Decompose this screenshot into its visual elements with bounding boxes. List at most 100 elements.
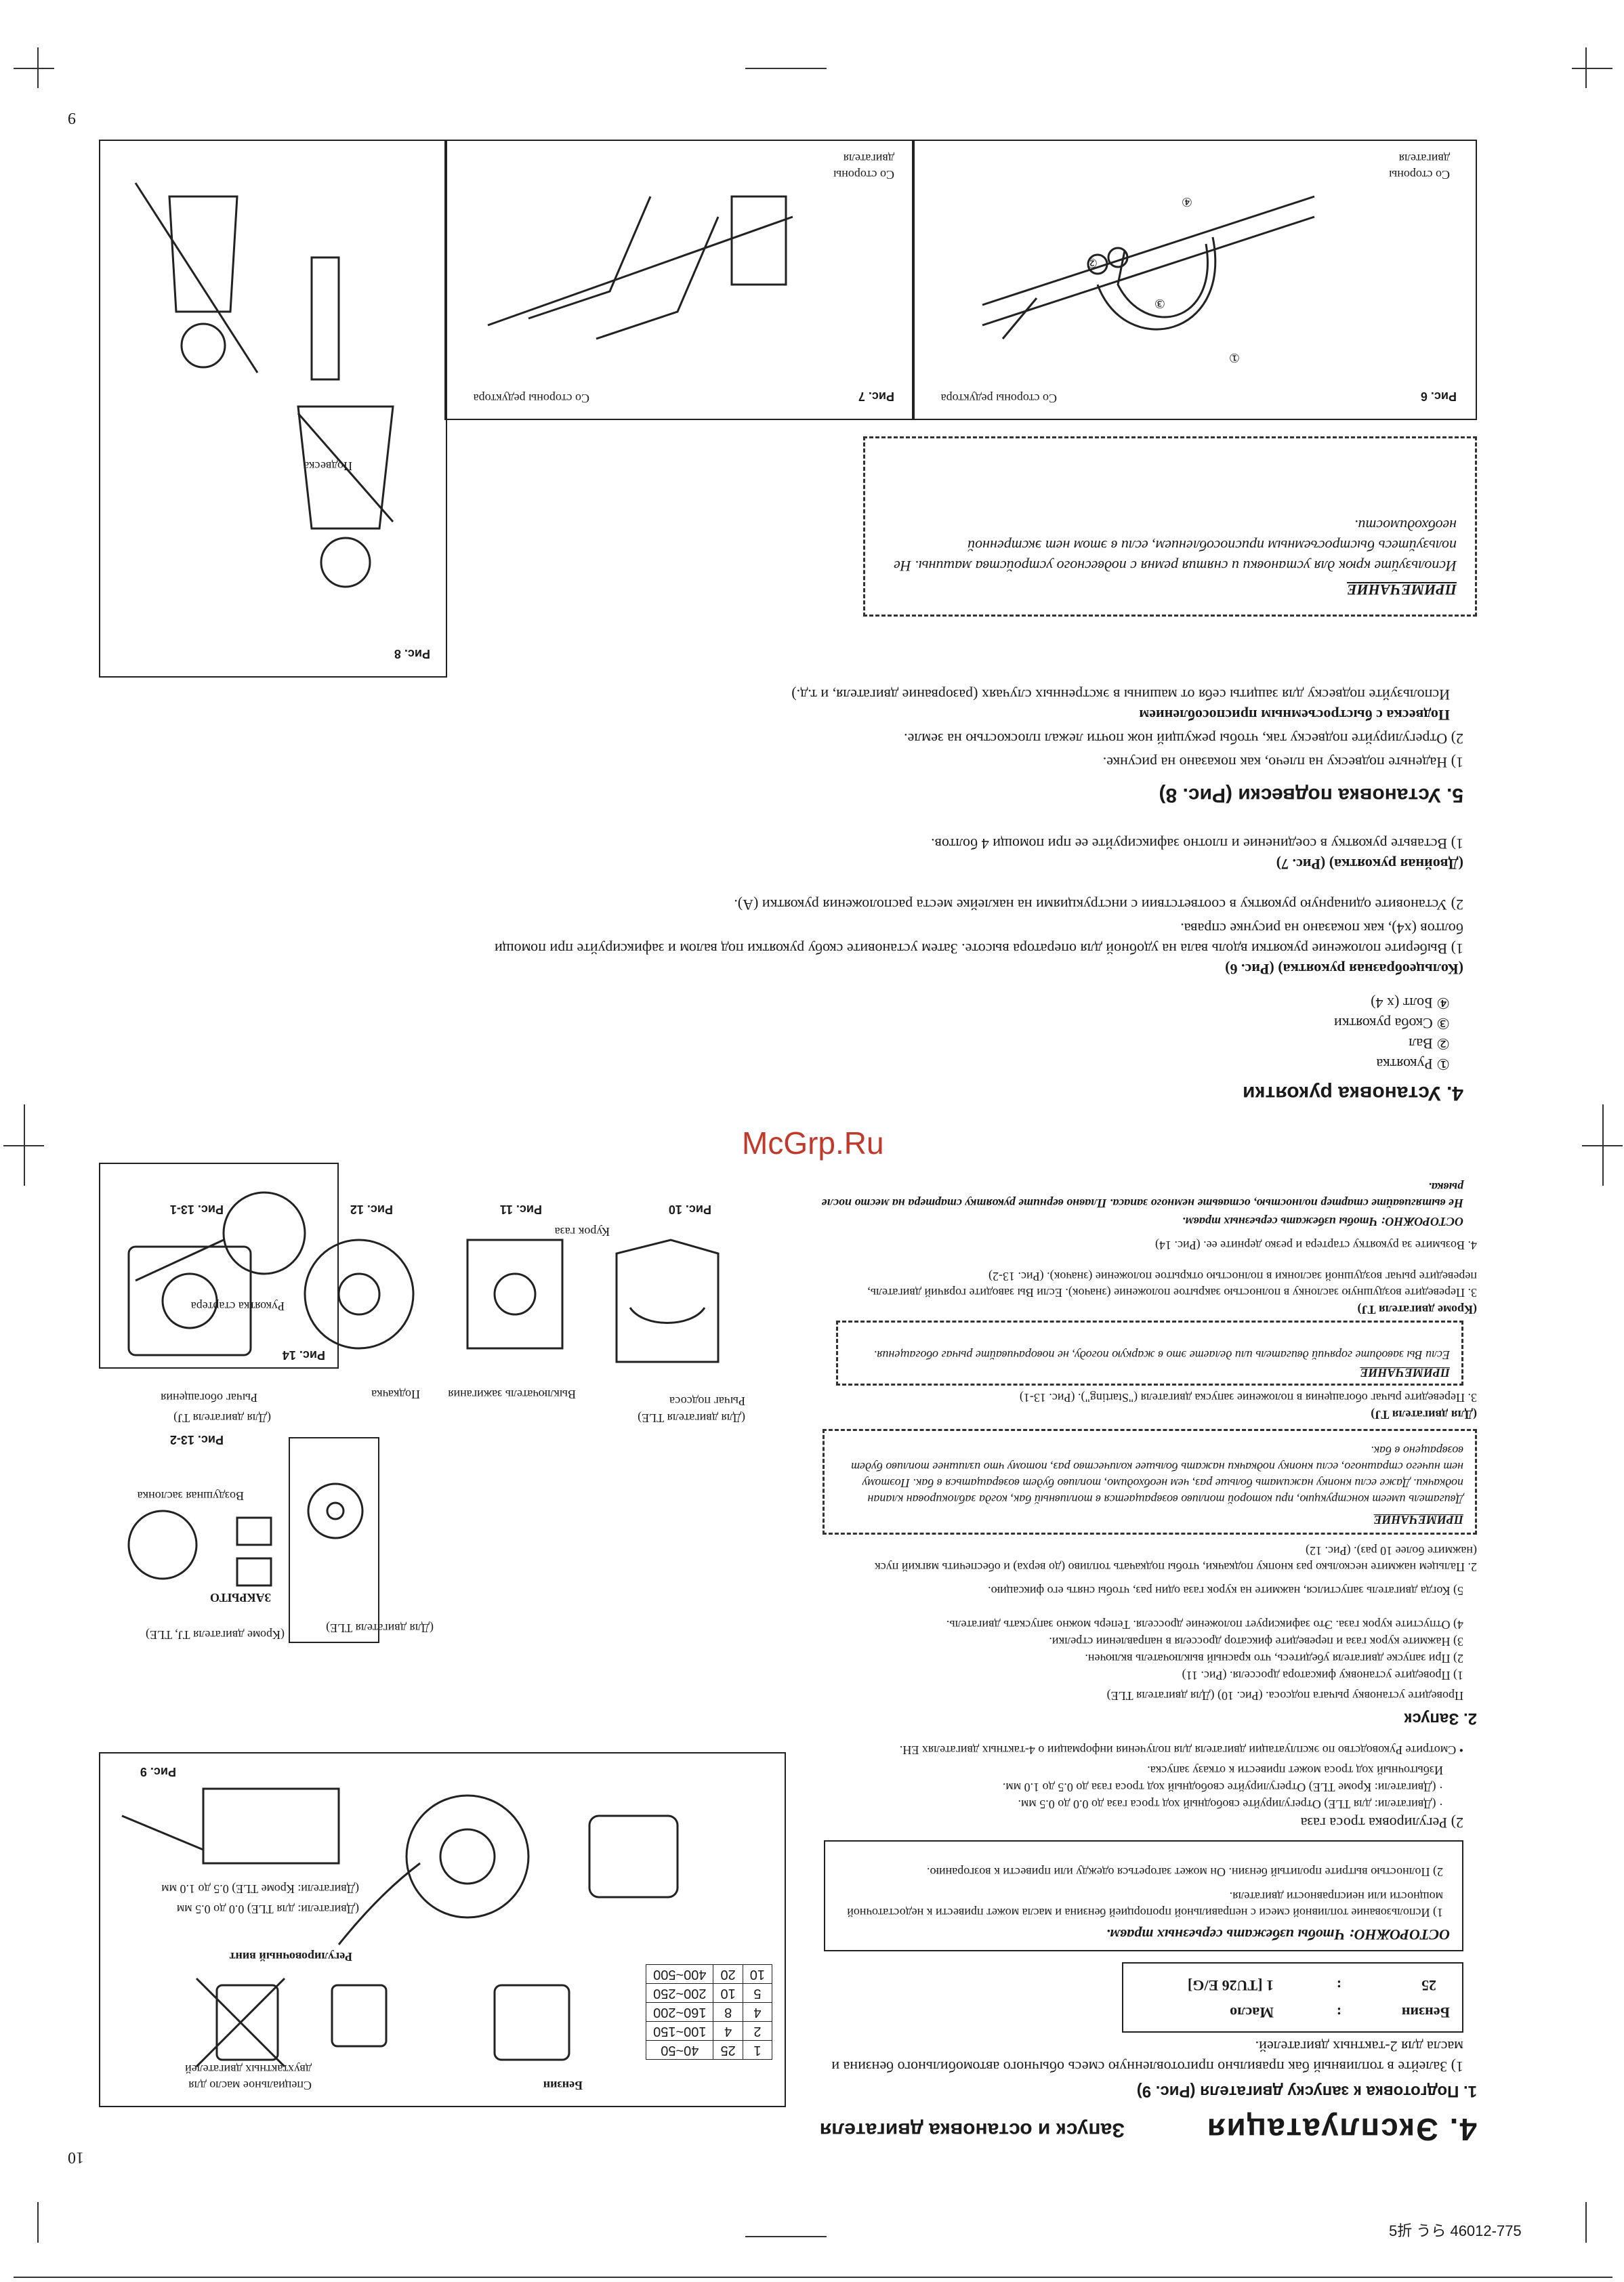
crop-mark <box>1572 68 1612 69</box>
left-note-text: Используйте крюк для установки и снятия … <box>894 517 1457 575</box>
crop-mark <box>1582 1145 1623 1146</box>
left-section4-part-2: ② Вал <box>1409 1035 1450 1052</box>
fig6-caption: Рис. 6 <box>1420 390 1457 403</box>
mix-cell: 20 <box>713 1964 743 1984</box>
left-section4-sub2: (Двойная рукоятка) (Рис. 7) <box>1276 856 1463 873</box>
right-s3-except-tj: (Кроме двигателя TJ) <box>1357 1303 1477 1316</box>
right-s3-note-title: ПРИМЕЧАНИЕ <box>1360 1366 1451 1379</box>
right-s3-p: 3. Переведите рычаг обогащения в положен… <box>1019 1391 1477 1405</box>
left-section4-p2: 2) Установите одинарную рукоятку в соотв… <box>734 896 1463 913</box>
right-ratio-row-gas: 25 <box>1421 1977 1436 1994</box>
mix-cell: 160~200 <box>646 2002 713 2022</box>
right-s4-p: 4. Возьмите за рукоятку стартера и резко… <box>1154 1239 1477 1252</box>
right-ratio-row-colon: : <box>1336 1977 1341 1994</box>
fig6-drawing <box>982 195 1315 339</box>
fig14-drawing <box>135 1191 306 1282</box>
right-s4-warn-title: ОСТОРОЖНО: Чтобы избежать серьезных трав… <box>1182 1215 1463 1228</box>
fig13-tj: (Для двигателя TJ) <box>173 1411 271 1425</box>
mix-cell: 8 <box>713 2002 743 2022</box>
right-s4-warn-text: Не вытягивайте стартер полностью, оставь… <box>821 1180 1463 1210</box>
right-note2-text: Двигатель имеет конструкцию, при которой… <box>851 1444 1463 1506</box>
fig13-2-caption: Рис. 13-2 <box>169 1433 224 1447</box>
crop-mark <box>14 2277 1612 2278</box>
right-s2-p2: 2) При запуске двигателя убедитесь, что … <box>1085 1652 1463 1665</box>
right-ratio-head-colon: : <box>1336 2004 1341 2021</box>
right-s2-p1: 1) Проведите установку фиксатора дроссел… <box>1182 1669 1463 1682</box>
fig7-caption: Рис. 7 <box>858 390 894 403</box>
right-s2-heading: 2. Запуск <box>1404 1709 1477 1728</box>
mix-cell: 4 <box>743 2002 772 2022</box>
left-section5-p3: Используйте подвеску для защиты себя от … <box>791 686 1450 703</box>
left-note-title: ПРИМЕЧАНИЕ <box>1347 581 1457 598</box>
right-warning1-item-1: 1) Использование топливной смеси с непра… <box>847 1890 1443 1920</box>
mix-cell: 400~500 <box>646 1964 713 1984</box>
right-warning1-item-2: 2) Полностью вытрите пролитый бензин. Он… <box>927 1865 1443 1879</box>
fig13-tle: (Для двигателя TLE) <box>326 1621 434 1635</box>
fig9-gap-drawing <box>121 1787 340 1865</box>
right-s1-p1: 1) Залейте в топливный бак правильно при… <box>831 2038 1463 2075</box>
left-section4-p3: 1) Вставьте рукоятку в соединение и плот… <box>931 835 1463 852</box>
right-page-number: 10 <box>68 2149 84 2166</box>
mix-cell: 200~250 <box>646 1983 713 2003</box>
fig14-handle: Рукоятка стартера <box>190 1300 285 1313</box>
fig6-callout-2: ② <box>1086 256 1098 270</box>
crop-mark <box>14 68 54 69</box>
right-s1-p2b: · (Двигатели: Кроме TLE) Отрегулируйте с… <box>1002 1781 1443 1794</box>
fig12-primer: Подкачка <box>371 1388 420 1401</box>
right-s2-p3: 3) Нажмите курок газа и переведите фикса… <box>1049 1635 1463 1648</box>
fig14-caption: Рис. 14 <box>282 1348 325 1362</box>
mix-cell: 40~50 <box>646 2040 713 2060</box>
fig10-caption: Рис. 10 <box>668 1203 711 1216</box>
mix-cell: 5 <box>743 1983 772 2003</box>
print-code: 5折 うら 46012-775 <box>1389 2222 1522 2239</box>
mix-cell: 25 <box>713 2040 743 2060</box>
fig6-callout-4: ④ <box>1181 195 1192 209</box>
fig9-fuel-can-drawing <box>195 1977 570 2068</box>
mix-cell: 4 <box>713 2021 743 2041</box>
crop-mark <box>745 68 827 69</box>
fig6-label-engine: Со стороны двигателя <box>1389 152 1450 182</box>
fig13-1-drawing <box>127 1245 252 1356</box>
crop-mark <box>3 1145 44 1146</box>
mix-cell: 100~150 <box>646 2021 713 2041</box>
right-s1-p2: 2) Регулировка троса газа <box>1300 1814 1463 1831</box>
fig8-drawing <box>134 182 394 588</box>
right-ratio-head-gas: Бензин <box>1401 2004 1450 2021</box>
right-page: 4. Эксплуатация Запуск и остановка двига… <box>99 1163 1477 2148</box>
left-section4-sub1: (Кольцеобразная рукоятка) (Рис. 6) <box>1225 961 1463 978</box>
fig13-2-drawing <box>127 1510 272 1587</box>
mix-cell: 2 <box>743 2021 772 2041</box>
right-s2-p4: 4) Отпустите курок газа. Это зафиксирует… <box>946 1618 1463 1632</box>
left-section5-p1: 1) Наденьте подвеску на плечо, как показ… <box>1102 754 1463 771</box>
fig13-tle-drawing <box>307 1482 364 1539</box>
left-section5-heading: 5. Установка подвески (Рис. 8) <box>1159 784 1464 806</box>
fig13-lever: Рычаг обогащения <box>161 1391 257 1405</box>
right-note2-title: ПРИМЕЧАНИЕ <box>1373 1513 1464 1527</box>
left-section5-sub: Подвеска с быстросъемным приспособлением <box>1139 707 1450 724</box>
fig10-tle: (Для двигателя TLE) <box>638 1411 745 1425</box>
fig10-drawing <box>615 1239 720 1363</box>
left-page: Рис. 6 Со стороны двигателя Со стороны р… <box>99 136 1477 1104</box>
fig7-drawing <box>487 195 793 340</box>
right-title: 4. Эксплуатация <box>1205 2112 1477 2147</box>
right-subtitle: Запуск и остановка двигателя <box>819 2119 1125 2141</box>
right-s2-p5: 5) Когда двигатель запустился, нажмите н… <box>988 1584 1463 1598</box>
right-s1-p2d: • Смотрите Руководство по эксплуатации д… <box>899 1743 1463 1757</box>
left-page-number: 9 <box>68 109 76 127</box>
right-s3-p-except: 3. Переведите воздушную заслонку в полно… <box>867 1270 1477 1300</box>
fig13-except: (Кроме двигателя TJ, TLE) <box>145 1628 285 1642</box>
right-s3-note-text: Если Вы заводите горячий двигатель или д… <box>873 1348 1450 1362</box>
right-ratio-row-oil: 1 [TU26 E/G] <box>1187 1977 1274 1994</box>
crop-mark <box>1585 2202 1587 2243</box>
right-s1-p2c: Избыточный ход троса может привести к от… <box>1147 1764 1443 1777</box>
right-s2-2: 2. Пальцем нажмите несколько раз кнопку … <box>875 1544 1477 1574</box>
watermark: McGrp.Ru <box>742 1125 884 1161</box>
fig7-label-engine: Со стороны двигателя <box>833 152 894 182</box>
left-section5-p2: 2) Отрегулируйте подвеску так, чтобы реж… <box>904 730 1463 747</box>
fig12-drawing <box>304 1239 415 1350</box>
right-s1-heading: 1. Подготовка к запуску двигателя (Рис. … <box>1136 2082 1477 2100</box>
fig9-gas: Бензин <box>543 2079 583 2092</box>
fig12-caption: Рис. 12 <box>350 1203 393 1216</box>
fig11-switch: Выключатель зажигания <box>448 1388 576 1401</box>
